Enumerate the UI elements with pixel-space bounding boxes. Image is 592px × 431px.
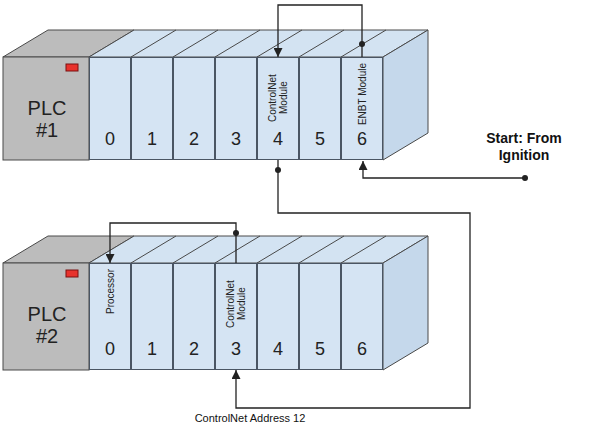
plc-label: PLC #1 bbox=[19, 97, 75, 141]
module-slot: 2 bbox=[173, 263, 215, 370]
module-name: ENBT Module bbox=[357, 63, 368, 125]
controlnet-connector bbox=[110, 223, 236, 263]
junction-dot bbox=[359, 41, 365, 47]
slot-number: 4 bbox=[258, 129, 298, 149]
signal-note: Start: From Ignition bbox=[468, 130, 580, 164]
module-slot: 4 bbox=[257, 263, 299, 370]
module-name: Processor bbox=[105, 269, 116, 314]
rack-side bbox=[383, 30, 428, 160]
power-supply bbox=[3, 57, 89, 160]
slot-number: 1 bbox=[132, 339, 172, 359]
module-slot: 5 bbox=[299, 57, 341, 160]
module-slot: ENBT Module 6 bbox=[341, 57, 383, 160]
slot-number: 3 bbox=[216, 129, 256, 149]
module-slot: 3 bbox=[215, 57, 257, 160]
controlnet-connector bbox=[278, 5, 362, 57]
slot-number: 2 bbox=[174, 339, 214, 359]
slot-number: 5 bbox=[300, 339, 340, 359]
slot-number: 1 bbox=[132, 129, 172, 149]
connector-group bbox=[110, 223, 239, 263]
module-slot: Processor 0 bbox=[89, 263, 131, 370]
module-slot: 5 bbox=[299, 263, 341, 370]
address-note: ControlNet Address 12 bbox=[180, 412, 320, 425]
plc-label: PLC #2 bbox=[19, 303, 75, 347]
slot-number: 6 bbox=[342, 339, 382, 359]
connector-group bbox=[278, 5, 365, 57]
power-supply bbox=[3, 263, 89, 370]
plc-chassis: PLC #10123ControlNet Module45ENBT Module… bbox=[3, 57, 383, 160]
controlnet-connector bbox=[236, 160, 470, 408]
status-led bbox=[66, 64, 78, 71]
junction-dot bbox=[522, 175, 528, 181]
module-slot: 1 bbox=[131, 57, 173, 160]
ignition-wire bbox=[363, 161, 525, 178]
slot-number: 2 bbox=[174, 129, 214, 149]
module-name: ControlNet Module bbox=[225, 269, 247, 339]
junction-dot bbox=[275, 167, 281, 173]
module-slot: ControlNet Module3 bbox=[215, 263, 257, 370]
module-slot: 1 bbox=[131, 263, 173, 370]
module-slot: 6 bbox=[341, 263, 383, 370]
rack-top bbox=[89, 30, 428, 57]
module-slot: 2 bbox=[173, 57, 215, 160]
slot-number: 0 bbox=[90, 339, 130, 359]
connector-group bbox=[236, 160, 470, 408]
slot-number: 0 bbox=[90, 129, 130, 149]
slot-number: 6 bbox=[342, 129, 382, 149]
junction-dot bbox=[233, 230, 239, 236]
module-name: ControlNet Module bbox=[267, 63, 289, 133]
slot-number: 5 bbox=[300, 129, 340, 149]
slot-dividers bbox=[131, 30, 386, 57]
module-slot: 0 bbox=[89, 57, 131, 160]
slot-number: 4 bbox=[258, 339, 298, 359]
rack-side bbox=[383, 236, 428, 370]
slot-dividers bbox=[131, 236, 386, 263]
plc-chassis: PLC #2Processor012ControlNet Module3456 bbox=[3, 263, 383, 370]
module-slot: ControlNet Module4 bbox=[257, 57, 299, 160]
status-led bbox=[66, 270, 78, 277]
slot-number: 3 bbox=[216, 339, 256, 359]
rack-top bbox=[89, 236, 428, 263]
